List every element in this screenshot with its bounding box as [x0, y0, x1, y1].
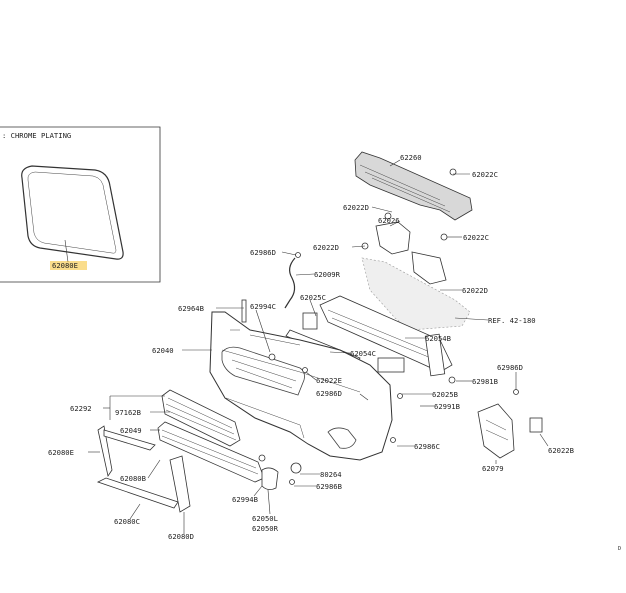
label-62022e: 62022E — [316, 376, 342, 385]
label-62025c: 62025C — [300, 293, 326, 302]
label-62079: 62079 — [482, 464, 504, 473]
inset-heading: : CHROME PLATING — [2, 131, 71, 140]
label-62986d-a: 62986D — [250, 248, 276, 257]
upper-reinforcement — [354, 151, 473, 285]
lower-small-parts — [258, 454, 302, 490]
label-62986b: 62986B — [316, 482, 342, 491]
wiring-harness — [284, 257, 296, 309]
label-62054c: 62054C — [350, 349, 376, 358]
label-80264: 80264 — [320, 470, 342, 479]
label-62022b: 62022B — [548, 446, 574, 455]
bumper-cover — [209, 299, 393, 461]
highlight-marker — [50, 261, 87, 270]
label-62050r: 62050R — [252, 524, 279, 533]
label-62292: 62292 — [70, 404, 92, 413]
fog-lamp-bracket — [390, 376, 543, 459]
label-62050l: 62050L — [252, 514, 278, 523]
label-62022d-c: 62022D — [462, 286, 488, 295]
label-62080b: 62080B — [120, 474, 146, 483]
label-62080d: 62080D — [168, 532, 194, 541]
label-62009r: 62009R — [314, 270, 341, 279]
leader-lines — [88, 159, 549, 534]
label-62986d-b: 62986D — [316, 389, 342, 398]
label-62026: 62026 — [378, 216, 400, 225]
label-62981b: 62981B — [472, 377, 498, 386]
chrome-plating-inset: : CHROME PLATING 62080E — [0, 126, 161, 283]
label-62986d-c: 62986D — [497, 363, 523, 372]
label-62260: 62260 — [400, 153, 422, 162]
label-62054b: 62054B — [425, 334, 451, 343]
beam-62054b — [285, 295, 453, 377]
label-62994c: 62994C — [250, 302, 276, 311]
label-62964b: 62964B — [178, 304, 204, 313]
label-62080c: 62080C — [114, 517, 140, 526]
bumper-beam-ref — [361, 257, 471, 331]
label-62022c-a: 62022C — [472, 170, 498, 179]
part-labels: 62260 62022C 62022D 62026 62022D 62022C … — [48, 153, 621, 552]
label-62022c-b: 62022C — [463, 233, 489, 242]
label-62049: 62049 — [120, 426, 142, 435]
label-62986c: 62986C — [414, 442, 440, 451]
inset-part-label: 62080E — [52, 261, 78, 270]
corner-mark: D — [618, 546, 621, 552]
label-62991b: 62991B — [434, 402, 460, 411]
label-62040: 62040 — [152, 346, 174, 355]
label-62025b: 62025B — [432, 390, 458, 399]
label-ref-42-180: REF. 42-180 — [488, 316, 536, 325]
label-62994b: 62994B — [232, 495, 258, 504]
label-62022d-b: 62022D — [313, 243, 339, 252]
label-97162b: 97162B — [115, 408, 141, 417]
label-62080e: 62080E — [48, 448, 74, 457]
moulding-strips — [96, 425, 191, 513]
label-62022d-a: 62022D — [343, 203, 369, 212]
upper-grille — [161, 389, 241, 447]
